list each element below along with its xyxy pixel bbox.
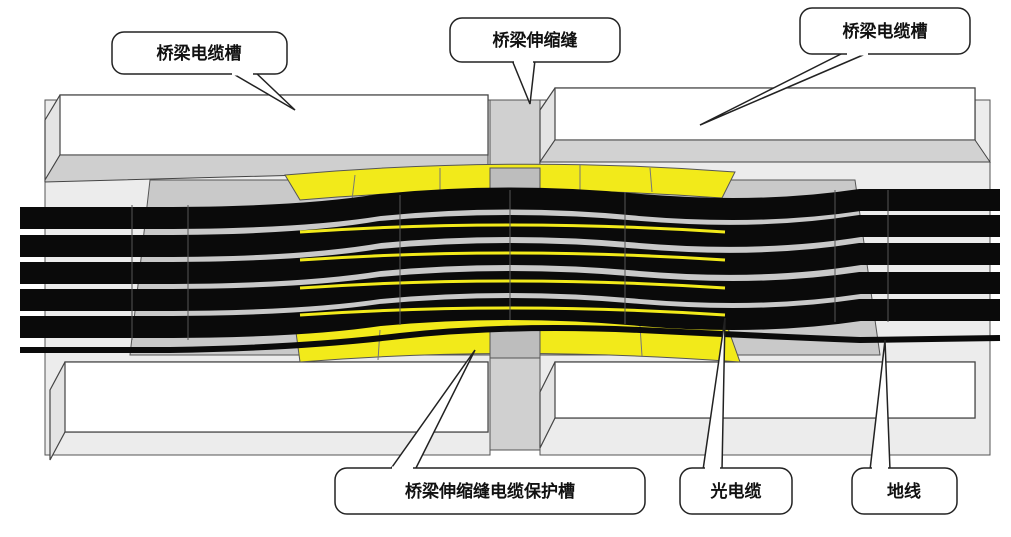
label-optical-cable: 光电缆	[710, 481, 762, 502]
lower-right-cable-block	[539, 361, 976, 449]
label-expansion-joint: 桥梁伸缩缝	[493, 30, 578, 51]
label-bridge-trough-left: 桥梁电缆槽	[157, 43, 242, 64]
callout-bridge-trough-left: 桥梁电缆槽	[111, 31, 296, 111]
lower-left-cable-block	[49, 361, 489, 461]
callout-joint-protection-trough: 桥梁伸缩缝电缆保护槽	[334, 349, 646, 515]
callout-ground-wire: 地线	[851, 339, 958, 515]
callout-optical-cable: 光电缆	[679, 317, 793, 515]
ground-wire	[20, 325, 1001, 353]
upper-right-cable-block	[539, 87, 991, 164]
optical-cable-bundle	[20, 187, 1000, 340]
upper-left-cable-block	[44, 94, 489, 183]
callout-expansion-joint: 桥梁伸缩缝	[449, 17, 621, 105]
label-ground-wire: 地线	[887, 481, 921, 502]
label-bridge-trough-right: 桥梁电缆槽	[843, 21, 928, 42]
protection-trough-yellow	[284, 163, 741, 363]
callout-bridge-trough-right: 桥梁电缆槽	[699, 7, 971, 126]
label-joint-protection-trough: 桥梁伸缩缝电缆保护槽	[405, 481, 575, 502]
